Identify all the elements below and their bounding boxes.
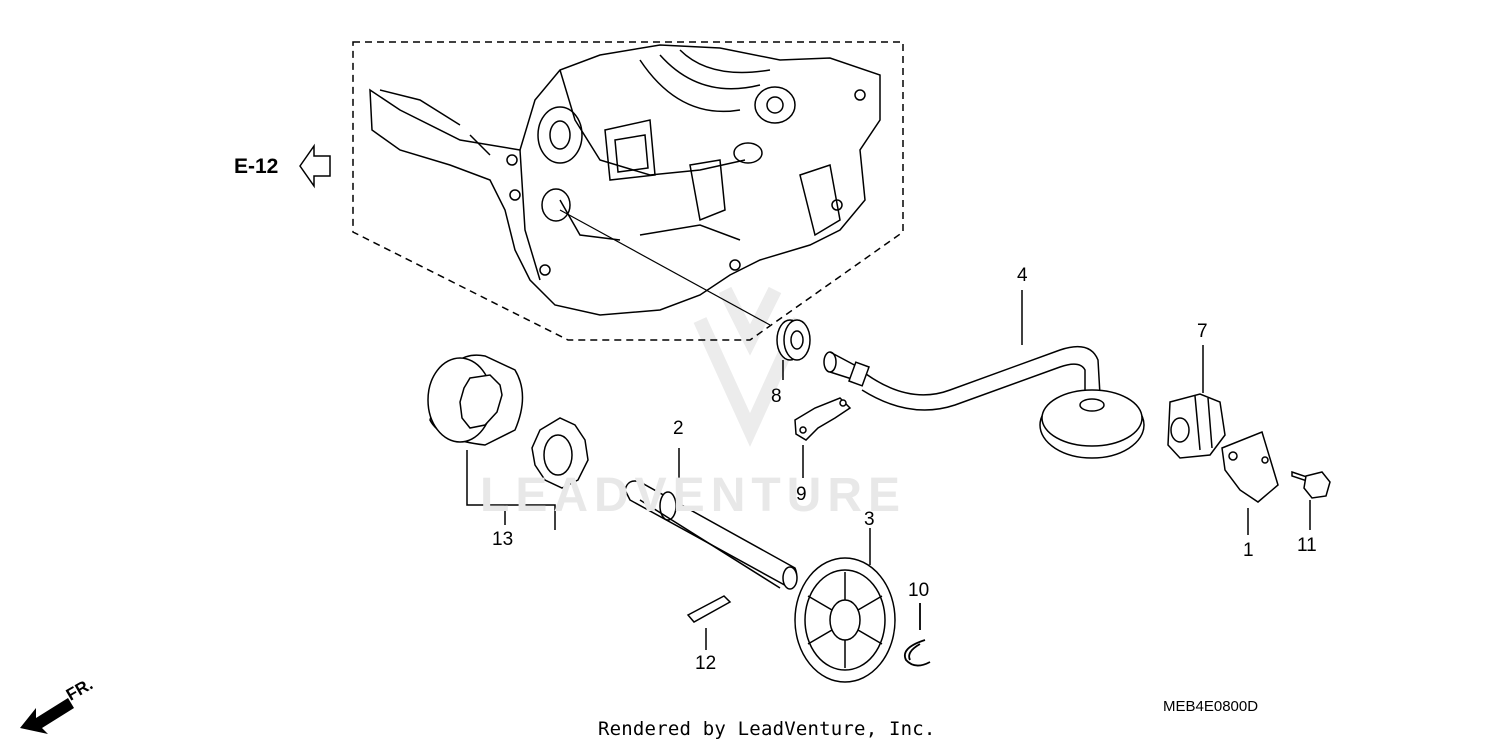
reference-label: E-12 (234, 155, 279, 178)
callout-1: 1 (1243, 540, 1254, 561)
callout-7: 7 (1197, 321, 1208, 342)
callout-9: 9 (796, 484, 807, 505)
bracket-part-1 (1221, 430, 1279, 535)
bolt-part-11 (1291, 470, 1331, 530)
callout-10: 10 (908, 580, 930, 601)
crankcase-outline (352, 41, 904, 341)
clip-part-10 (904, 603, 931, 667)
rotor-set-part-13 (427, 354, 589, 530)
seal-part-8 (776, 319, 811, 380)
seal-part-7 (1167, 345, 1226, 459)
footer-credit: Rendered by LeadVenture, Inc. (598, 718, 936, 740)
callout-4: 4 (1017, 265, 1028, 286)
callout-12: 12 (695, 653, 717, 674)
callout-11: 11 (1297, 535, 1317, 556)
shaft-part-2 (624, 448, 798, 590)
callout-3: 3 (864, 509, 875, 530)
front-arrow-icon (20, 698, 74, 734)
plate-part-9 (794, 397, 852, 478)
gear-part-3 (794, 528, 896, 683)
callout-8: 8 (771, 386, 782, 407)
callout-13: 13 (492, 529, 514, 550)
watermark-logo (693, 286, 807, 447)
strainer-pipe-part-4 (823, 290, 1145, 459)
pin-part-12 (686, 595, 732, 650)
diagram-code: MEB4E0800D (1163, 698, 1259, 715)
reference-arrow-icon (299, 143, 331, 189)
callout-2: 2 (673, 418, 684, 439)
watermark-text: LEADVENTURE (480, 469, 907, 522)
